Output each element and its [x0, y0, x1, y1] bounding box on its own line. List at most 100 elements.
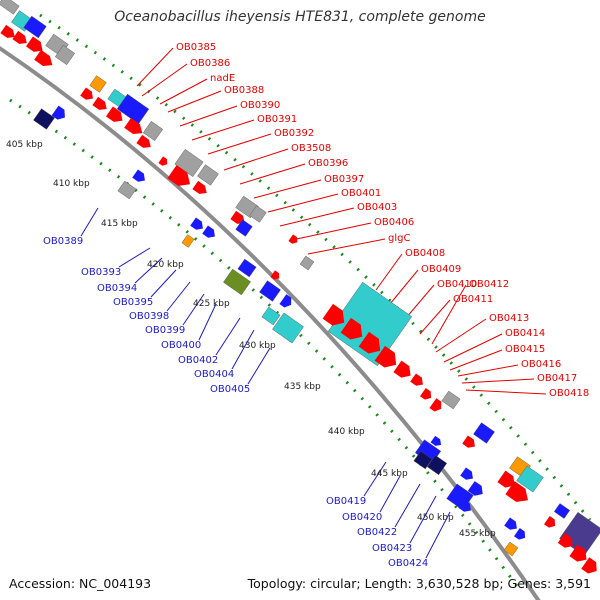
forward-gene-label: OB0418 — [549, 388, 589, 399]
tick-label: 455 kbp — [459, 529, 496, 539]
forward-leader — [267, 193, 339, 213]
tick-label: 405 kbp — [6, 140, 43, 150]
gene-arrow — [505, 481, 529, 502]
tick-label: 410 kbp — [53, 179, 90, 189]
gene-block — [473, 422, 495, 444]
forward-gene-label: OB0410 — [437, 279, 477, 290]
gene-arrow — [230, 210, 245, 224]
gene-arrow — [358, 331, 381, 354]
gene-arrow — [430, 435, 442, 446]
gene-arrow — [80, 87, 93, 100]
forward-gene-label: OB0390 — [240, 100, 280, 111]
forward-gene-label: OB0415 — [505, 344, 545, 355]
forward-gene-label: OB0411 — [453, 294, 493, 305]
reverse-leader — [198, 303, 217, 341]
gene-arrow — [467, 481, 483, 496]
tick-label: 415 kbp — [101, 219, 138, 229]
forward-gene-label: OB0397 — [324, 174, 364, 185]
forward-leader — [405, 284, 435, 319]
forward-leader — [431, 284, 467, 345]
reverse-gene-label: OB0419 — [326, 496, 366, 507]
tick-label: 420 kbp — [147, 260, 184, 270]
accession-text: Accession: NC_004193 — [9, 576, 152, 591]
gene-arrow — [514, 528, 526, 540]
gene-block — [503, 541, 519, 557]
gene-arrow — [190, 217, 203, 230]
reverse-gene-label: OB0402 — [178, 355, 218, 366]
gene-arrow — [544, 516, 556, 528]
forward-gene-label: OB0417 — [537, 373, 577, 384]
dotted-track-2 — [39, 13, 592, 521]
forward-leader — [179, 105, 238, 127]
gene-block — [0, 0, 20, 15]
forward-gene-label: OB0409 — [421, 264, 461, 275]
gene-arrow — [124, 117, 143, 134]
gene-arrow — [51, 105, 65, 120]
gene-arrow — [374, 345, 397, 368]
gene-block — [426, 454, 448, 476]
gene-arrow — [92, 96, 107, 110]
gene-block — [249, 205, 267, 223]
gene-block — [89, 75, 107, 93]
reverse-leader — [409, 495, 437, 544]
gene-arrow — [202, 225, 215, 238]
reverse-leader — [166, 281, 191, 312]
tick-label: 425 kbp — [193, 299, 230, 309]
gene-arrow — [569, 544, 587, 562]
reverse-leader — [247, 347, 271, 385]
genome-backbone — [0, 45, 541, 600]
forward-leader — [307, 238, 386, 255]
gene-block — [516, 465, 544, 493]
gene-arrow — [158, 156, 168, 166]
reverse-gene-label: OB0395 — [113, 297, 153, 308]
gene-block — [299, 255, 315, 271]
gene-block — [327, 281, 413, 367]
gene-arrow — [279, 294, 292, 308]
gene-block — [23, 15, 47, 39]
forward-gene-label: OB0396 — [308, 158, 348, 169]
forward-leader — [136, 47, 174, 87]
gene-block — [235, 219, 253, 237]
gene-block — [223, 268, 251, 296]
reverse-leader — [379, 475, 401, 513]
tick-label: 445 kbp — [371, 469, 408, 479]
tick-label: 450 kbp — [417, 513, 454, 523]
forward-leader — [141, 63, 188, 97]
forward-leader — [449, 349, 503, 371]
forward-gene-label: OB0392 — [274, 128, 314, 139]
reverse-gene-label: OB0422 — [357, 527, 397, 538]
gene-arrow — [410, 373, 423, 386]
gene-block — [33, 108, 55, 130]
tick-label: 435 kbp — [284, 382, 321, 392]
forward-gene-label: OB0408 — [405, 248, 445, 259]
gene-block — [54, 44, 76, 66]
reverse-leader — [231, 329, 255, 370]
forward-gene-label: nadE — [210, 73, 235, 84]
reverse-leader — [182, 293, 205, 326]
forward-leader — [253, 179, 322, 199]
gene-arrow — [132, 169, 145, 182]
forward-leader — [389, 269, 419, 305]
forward-gene-label: OB0406 — [374, 217, 414, 228]
gene-arrow — [192, 180, 207, 194]
gene-block — [261, 306, 281, 326]
gene-arrow — [12, 30, 27, 44]
forward-gene-label: OB0386 — [190, 58, 230, 69]
reverse-leader — [363, 461, 387, 497]
forward-leader — [465, 389, 547, 395]
reverse-leader — [215, 317, 241, 356]
gene-arrow — [429, 398, 442, 412]
forward-leader — [239, 163, 306, 185]
forward-gene-label: OB0414 — [505, 328, 545, 339]
gene-block — [181, 234, 195, 248]
forward-leader — [457, 364, 519, 377]
dotted-track-1 — [9, 98, 522, 591]
reverse-leader — [425, 511, 451, 559]
gene-block — [259, 280, 281, 302]
leader-layer — [80, 47, 547, 559]
reverse-gene-label: OB0404 — [194, 369, 234, 380]
map-title: Oceanobacillus iheyensis HTE831, complet… — [114, 9, 486, 25]
gene-block — [553, 503, 571, 519]
gene-block — [272, 312, 304, 344]
